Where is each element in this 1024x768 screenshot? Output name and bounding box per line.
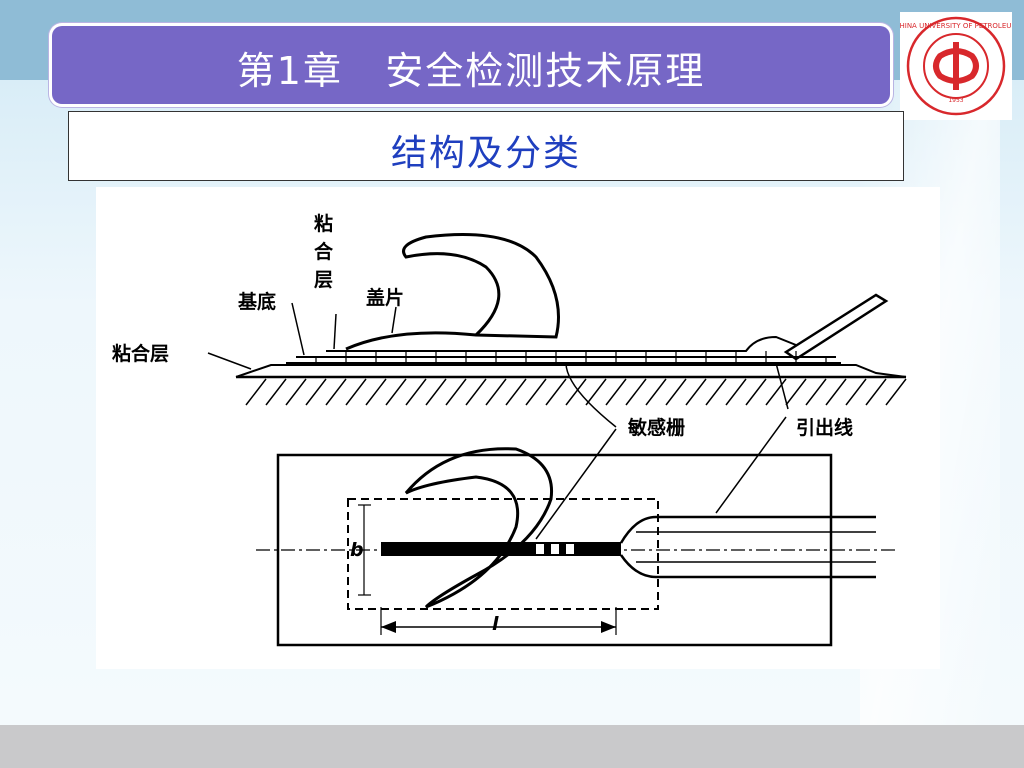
adhesive-layer-top-label-2: 合 xyxy=(314,241,334,263)
lead-wire-label: 引出线 xyxy=(796,417,854,439)
strain-gauge-figure: 粘 合 层 盖片 基底 粘合层 敏感栅 引出线 b l xyxy=(96,187,940,669)
dimension-b-label: b xyxy=(350,539,364,561)
chapter-header-bar: 第1章 安全检测技术原理 xyxy=(52,26,890,104)
chapter-title: 第1章 安全检测技术原理 xyxy=(236,49,706,93)
section-title-box: 结构及分类 xyxy=(68,111,904,181)
sensing-grid-label: 敏感栅 xyxy=(628,417,686,439)
university-logo-icon: CHINA UNIVERSITY OF PETROLEUM 1953 xyxy=(895,16,1017,116)
adhesive-layer-left-label: 粘合层 xyxy=(112,343,170,365)
strain-gauge-diagram xyxy=(207,233,907,647)
section-title: 结构及分类 xyxy=(390,133,581,174)
bottom-band xyxy=(0,725,1024,768)
substrate-label: 基底 xyxy=(238,291,277,313)
adhesive-layer-top-label-1: 粘 xyxy=(314,213,334,235)
logo-year: 1953 xyxy=(948,97,963,104)
university-logo: CHINA UNIVERSITY OF PETROLEUM 1953 xyxy=(895,12,1017,120)
dimension-l-label: l xyxy=(492,613,499,635)
cover-sheet-label: 盖片 xyxy=(366,287,405,309)
adhesive-layer-top-label-3: 层 xyxy=(314,269,334,291)
logo-ring-text: CHINA UNIVERSITY OF PETROLEUM xyxy=(900,22,1012,30)
